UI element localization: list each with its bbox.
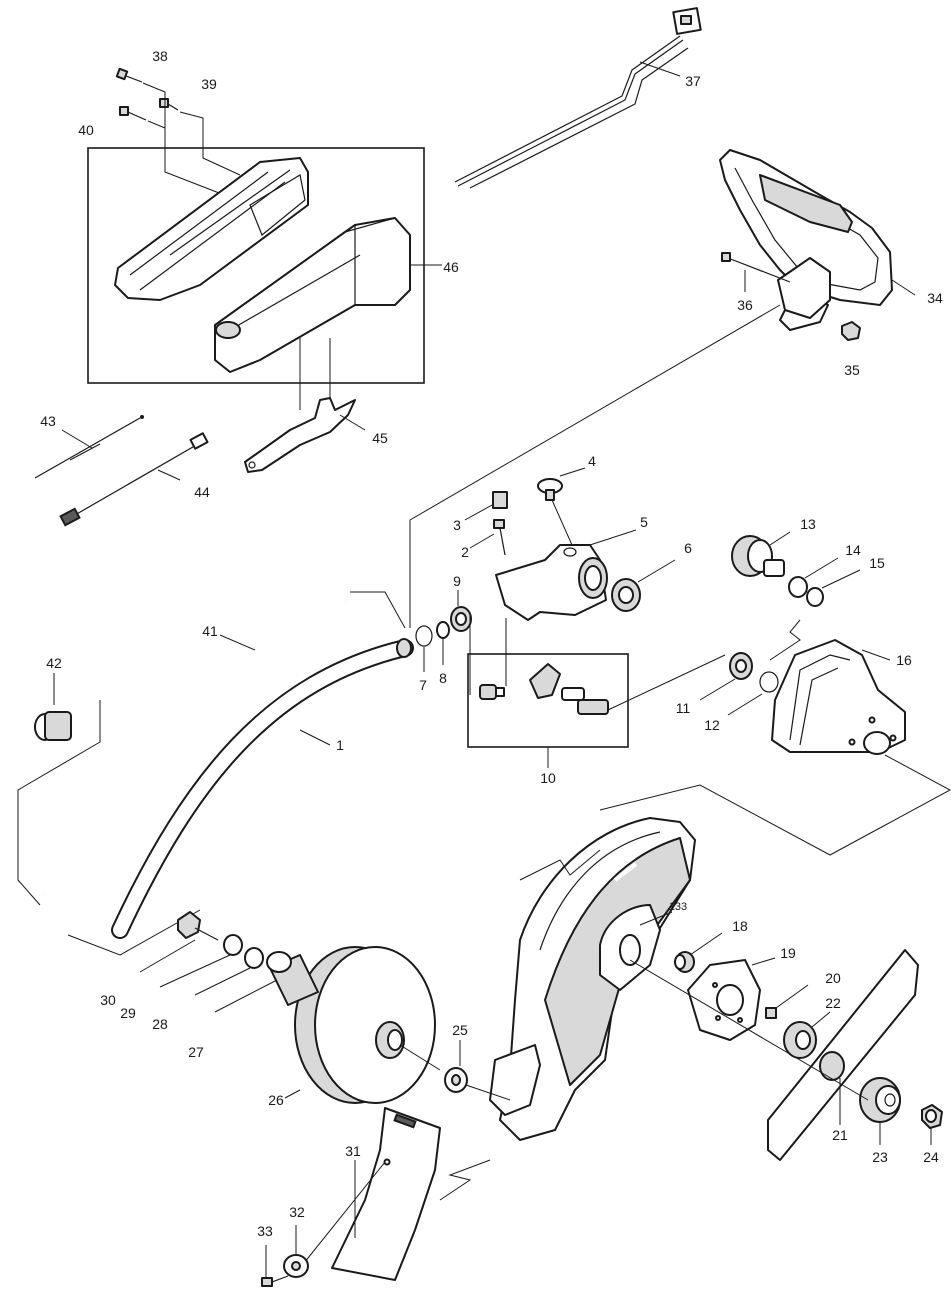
label-2: 2 xyxy=(461,544,469,560)
washer-32 xyxy=(283,1254,309,1278)
label-9: 9 xyxy=(453,573,461,589)
washer-28 xyxy=(244,947,264,969)
depth-plate-16 xyxy=(771,639,906,755)
bolt-30 xyxy=(177,911,219,941)
skid-plate-31 xyxy=(331,1107,441,1281)
label-133: 133 xyxy=(669,901,687,913)
bushing-11 xyxy=(729,652,753,680)
label-35: 35 xyxy=(844,362,860,378)
label-29: 29 xyxy=(120,1005,136,1021)
screw-40 xyxy=(119,106,147,121)
shaft-tube-1 xyxy=(111,638,414,939)
bearing-9 xyxy=(450,606,472,632)
nut-24 xyxy=(921,1104,943,1129)
ring-8 xyxy=(436,621,450,639)
washer-22 xyxy=(783,1021,817,1059)
screw-2 xyxy=(493,519,506,556)
loop-handle-34 xyxy=(719,149,893,331)
label-24: 24 xyxy=(923,1149,939,1165)
throttle-wire-43 xyxy=(34,415,144,479)
screw-4 xyxy=(537,478,563,501)
label-45: 45 xyxy=(372,430,388,446)
label-30: 30 xyxy=(100,992,116,1008)
nut-35 xyxy=(841,321,861,341)
bolt-36 xyxy=(721,252,791,283)
label-26: 26 xyxy=(268,1092,284,1108)
label-25: 25 xyxy=(452,1022,468,1038)
label-28: 28 xyxy=(152,1016,168,1032)
drive-shaft-41 xyxy=(43,600,346,896)
label-31: 31 xyxy=(345,1143,361,1159)
label-41: 41 xyxy=(202,623,218,639)
label-3: 3 xyxy=(453,517,461,533)
handle-housing-46 xyxy=(114,157,411,373)
bearing-6 xyxy=(611,578,641,612)
washer-15 xyxy=(806,587,824,607)
label-34: 34 xyxy=(927,290,943,306)
label-4: 4 xyxy=(588,453,596,469)
label-18: 18 xyxy=(732,918,748,934)
label-39: 39 xyxy=(201,76,217,92)
label-10: 10 xyxy=(540,770,556,786)
wheel-26 xyxy=(294,946,436,1104)
label-43: 43 xyxy=(40,413,56,429)
label-19: 19 xyxy=(780,945,796,961)
spacer-27 xyxy=(266,951,319,1006)
label-37: 37 xyxy=(685,73,701,89)
cable-37 xyxy=(454,7,702,189)
label-5: 5 xyxy=(640,514,648,530)
gear-case-5 xyxy=(495,544,608,621)
screw-33 xyxy=(261,1275,289,1287)
gear-set-10 xyxy=(479,663,609,715)
label-8: 8 xyxy=(439,670,447,686)
label-40: 40 xyxy=(78,122,94,138)
washer-29 xyxy=(223,934,243,956)
label-1: 1 xyxy=(336,737,344,753)
label-22: 22 xyxy=(825,995,841,1011)
label-23: 23 xyxy=(872,1149,888,1165)
spacer-18 xyxy=(674,951,695,973)
blade-guard-133 xyxy=(489,817,696,1141)
screw-3 xyxy=(492,491,508,509)
label-38: 38 xyxy=(152,48,168,64)
label-7: 7 xyxy=(419,677,427,693)
flange-19 xyxy=(687,959,761,1041)
label-20: 20 xyxy=(825,970,841,986)
label-15: 15 xyxy=(869,555,885,571)
label-12: 12 xyxy=(704,717,720,733)
label-44: 44 xyxy=(194,484,210,500)
outer-flange-23 xyxy=(859,1077,901,1123)
label-13: 13 xyxy=(800,516,816,532)
label-46: 46 xyxy=(443,259,459,275)
label-27: 27 xyxy=(188,1044,204,1060)
throttle-lever-45 xyxy=(244,397,356,473)
screw-39 xyxy=(159,98,179,111)
cap-42 xyxy=(34,711,72,741)
label-6: 6 xyxy=(684,540,692,556)
label-36: 36 xyxy=(737,297,753,313)
washer-14 xyxy=(788,576,808,598)
snap-ring-7 xyxy=(415,625,433,647)
screw-20 xyxy=(765,1007,777,1019)
label-32: 32 xyxy=(289,1204,305,1220)
knob-13 xyxy=(731,535,785,577)
throttle-cable-44 xyxy=(59,432,209,527)
screw-38 xyxy=(115,67,143,83)
washer-25 xyxy=(444,1067,468,1093)
label-16: 16 xyxy=(896,652,912,668)
snap-ring-12 xyxy=(759,671,779,693)
label-21: 21 xyxy=(832,1127,848,1143)
label-11: 11 xyxy=(676,700,691,716)
label-14: 14 xyxy=(845,542,861,558)
label-33: 33 xyxy=(257,1223,273,1239)
label-42: 42 xyxy=(46,655,62,671)
blade-21 xyxy=(767,949,919,1161)
